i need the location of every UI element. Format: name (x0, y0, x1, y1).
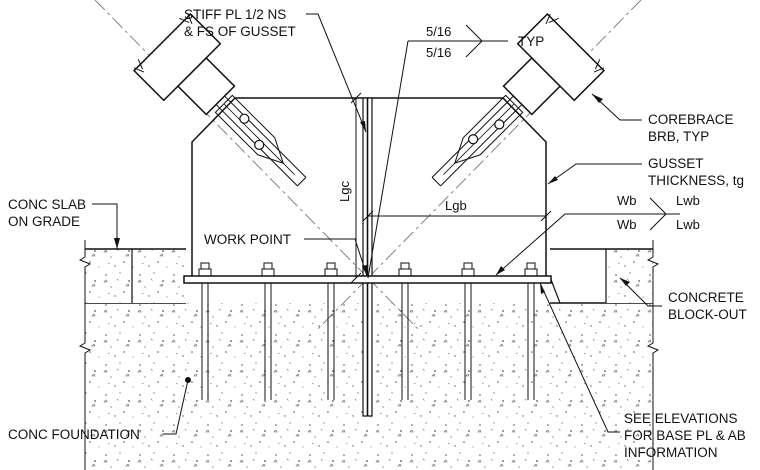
blockout-label-line1: CONCRETE (668, 290, 744, 305)
corebrace-label-line2: BRB, TYP (648, 129, 709, 144)
slab-label-line2: ON GRADE (8, 214, 80, 229)
typ-label: TYP (518, 34, 544, 49)
lgb-dimension (362, 210, 552, 222)
corebrace-brb-left (132, 12, 307, 187)
lwb-top-label: Lwb (676, 193, 700, 208)
corebrace-brb-right (431, 12, 606, 187)
lgb-label: Lgb (445, 198, 467, 213)
base-plate (183, 275, 552, 284)
weld-size-bottom: 5/16 (426, 45, 451, 60)
anchor-rods (201, 282, 535, 400)
break-lines (78, 240, 660, 470)
foundation-label: CONC FOUNDATION (8, 427, 140, 442)
lwb-bottom-label: Lwb (676, 217, 700, 232)
brace-centerlines (94, 0, 642, 332)
wb-top-label: Wb (617, 193, 637, 208)
foundation-leader-dot (185, 377, 191, 383)
lgc-dimension (350, 92, 362, 284)
see-elevations-line3: INFORMATION (624, 445, 718, 460)
leader-lines (92, 13, 662, 435)
gusset-label-line1: GUSSET (648, 156, 704, 171)
leader-arrows (114, 94, 630, 294)
blockout-label-line2: BLOCK-OUT (668, 307, 747, 322)
concrete-slab-left (85, 248, 186, 303)
stiffener-plate (362, 97, 373, 417)
gusset-label-line2: THICKNESS, tg (648, 173, 744, 188)
wb-bottom-label: Wb (617, 217, 637, 232)
concrete-slab-right (549, 248, 653, 304)
stiffener-label-line2: & FS OF GUSSET (184, 24, 296, 39)
slab-label-line1: CONC SLAB (8, 197, 86, 212)
corebrace-label-line1: COREBRACE (648, 112, 734, 127)
weld-symbol-base (495, 197, 680, 276)
lgc-label: Lgc (337, 181, 352, 202)
weld-symbol-stiffener (367, 24, 508, 279)
work-point-label: WORK POINT (204, 232, 291, 247)
see-elevations-line2: FOR BASE PL & AB (624, 428, 746, 443)
see-elevations-line1: SEE ELEVATIONS (624, 411, 738, 426)
stiffener-label-line1: STIFF PL 1/2 NS (184, 7, 286, 22)
weld-size-top: 5/16 (426, 24, 451, 39)
